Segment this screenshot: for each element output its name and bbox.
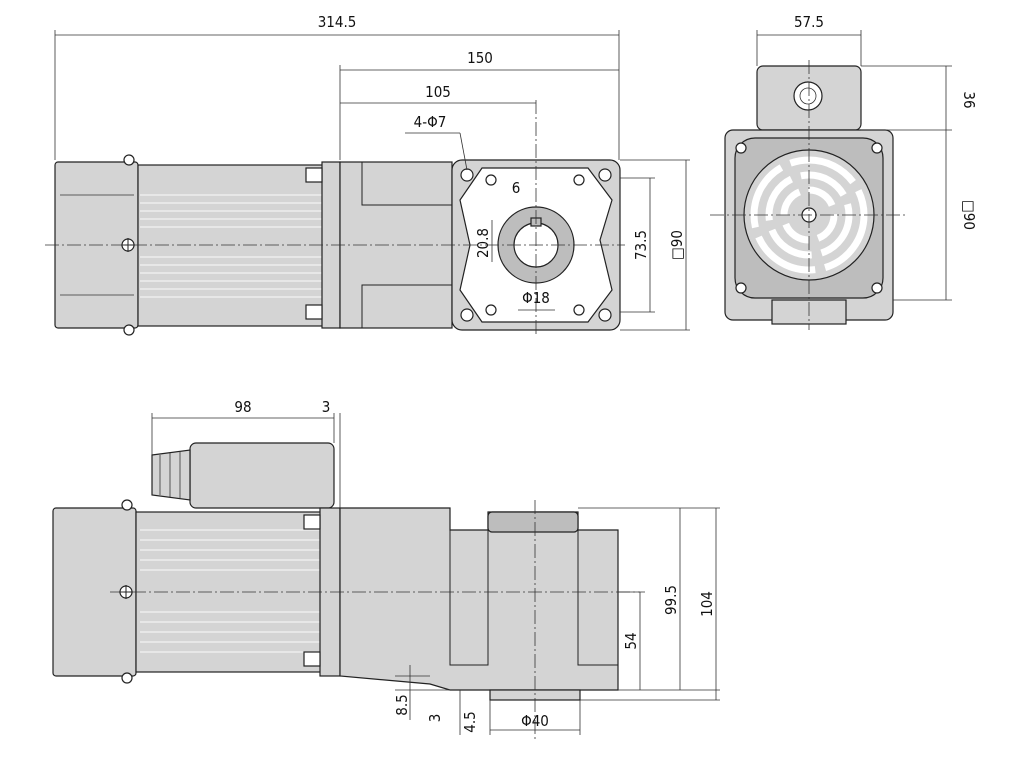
dim-base-offset: 4.5	[461, 711, 479, 732]
dim-mount-holes: 4-Φ7	[414, 113, 447, 131]
dim-total-length: 314.5	[318, 13, 357, 31]
motor-fins	[140, 194, 322, 298]
gearbox-housing	[339, 507, 619, 691]
dim-shaft-center-height: 54	[622, 632, 640, 649]
screw-icon	[305, 304, 323, 320]
shaft-cap	[487, 511, 579, 533]
dim-key-height: 20.8	[474, 228, 492, 258]
end-view: 57.5 36 □90	[710, 13, 978, 330]
dim-boss-diameter: Φ40	[521, 712, 549, 730]
mount-hole-icon	[460, 308, 474, 322]
dim-bolt-spacing: 73.5	[632, 230, 650, 260]
screw-icon	[305, 167, 323, 183]
bolt-icon	[871, 282, 883, 294]
mount-hole-icon	[598, 168, 612, 182]
bolt-icon	[485, 304, 497, 316]
bolt-icon	[123, 154, 135, 166]
dim-terminal-box-length: 98	[234, 398, 251, 416]
dim-terminal-box-width: 57.5	[794, 13, 824, 31]
dim-overall-height: 104	[698, 591, 716, 617]
dim-key-width: 6	[512, 179, 521, 197]
dim-gearbox-height: 99.5	[662, 585, 680, 615]
bolt-icon	[485, 174, 497, 186]
dim-flange-square: □90	[668, 230, 686, 260]
screw-icon	[303, 651, 321, 667]
bolt-icon	[573, 304, 585, 316]
dim-terminal-box-gap: 3	[322, 398, 331, 416]
bolt-icon	[121, 672, 133, 684]
terminal-box	[189, 442, 335, 509]
dim-flange-offset: 150	[467, 49, 493, 67]
bolt-icon	[735, 282, 747, 294]
cable-gland-icon	[151, 449, 191, 501]
bolt-icon	[871, 142, 883, 154]
bolt-icon	[573, 174, 585, 186]
bolt-icon	[123, 324, 135, 336]
mount-hole-icon	[460, 168, 474, 182]
bolt-icon	[735, 142, 747, 154]
dim-foot-step: 3	[426, 714, 444, 723]
side-view: 314.5 150 105 4-Φ7 6 20.8 Φ18 73.5 □90	[45, 13, 690, 336]
bolt-icon	[121, 499, 133, 511]
mount-hole-icon	[598, 308, 612, 322]
motor-body	[137, 164, 325, 327]
screw-icon	[303, 514, 321, 530]
dim-shaft-offset: 105	[425, 83, 451, 101]
cable-gland-icon	[793, 81, 823, 111]
motor-fins	[140, 529, 320, 653]
dim-shaft-diameter: Φ18	[522, 289, 550, 307]
dim-motor-square: □90	[960, 200, 978, 230]
bottom-view: 98 3 99.5 104 54 8.5 3 4.5 Φ40	[52, 398, 720, 740]
dim-foot-thickness: 8.5	[393, 694, 411, 715]
dim-terminal-box-height: 36	[960, 91, 978, 108]
